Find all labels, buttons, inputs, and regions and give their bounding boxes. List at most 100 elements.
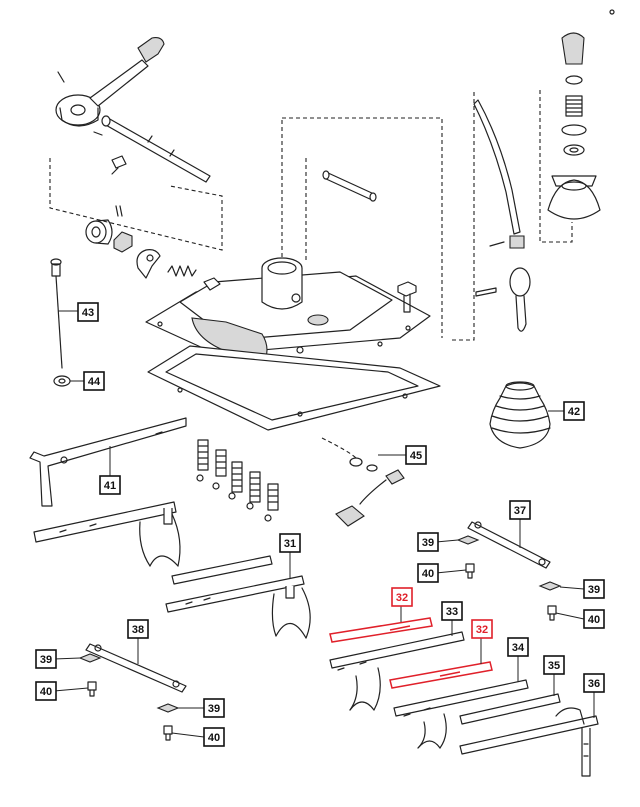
callout-number: 40 [208,732,220,744]
callout-37[interactable]: 37 [509,500,531,548]
shaft-collar[interactable] [113,205,133,253]
bolt-lower-left[interactable] [87,681,97,697]
bolt-upper-right[interactable] [547,605,557,621]
gear-lever-arm[interactable] [55,37,165,127]
callout-box [543,655,565,675]
callout-45[interactable]: 45 [378,445,427,465]
shift-rail-36[interactable] [459,707,599,777]
cover-gasket[interactable] [147,345,441,431]
callout-number: 36 [588,678,600,690]
callout-box [405,445,427,465]
rubber-gaiter-boot[interactable] [489,381,551,449]
callout-number: 42 [568,406,580,418]
callout-number: 32 [396,592,408,604]
lock-washer-lower-left[interactable] [78,653,102,663]
bolt-lower-center[interactable] [163,725,173,741]
lock-washer-upper-left[interactable] [456,535,480,545]
callout-leader-line [53,657,81,660]
callout-40[interactable]: 40 [171,727,225,747]
callout-box [203,727,225,747]
callout-number: 43 [82,307,94,319]
callout-box [583,579,605,599]
callout-box [83,371,105,391]
callout-number: 34 [512,642,525,654]
selector-rail-left-upper[interactable] [33,501,181,567]
callout-39[interactable]: 39 [417,532,459,552]
shaft-bearing[interactable] [85,219,113,245]
corner-mark-icon [609,9,615,15]
callout-38[interactable]: 38 [127,619,149,664]
reverse-light-switch[interactable] [321,437,405,527]
callout-42[interactable]: 42 [548,401,585,421]
shift-rail-32-upper[interactable] [329,617,433,643]
dashed-frame-knob [539,90,573,243]
callout-number: 31 [284,538,296,550]
shift-knob[interactable] [547,32,601,220]
callout-36[interactable]: 36 [583,673,605,718]
locating-pin[interactable] [322,170,377,202]
lock-washer-upper-right[interactable] [538,581,562,591]
callout-leader-line [555,612,585,620]
detent-lever[interactable] [136,249,161,279]
callout-40[interactable]: 40 [555,609,605,629]
callout-number: 40 [422,568,434,580]
callout-box [203,698,225,718]
shift-rail-33[interactable] [329,631,465,711]
shift-rail-34[interactable] [393,679,529,749]
callout-33[interactable]: 33 [441,601,463,636]
callout-box [563,401,585,421]
selector-rail-31[interactable] [165,575,311,639]
bolt-upper-left[interactable] [465,563,475,579]
callout-box [99,475,121,495]
callout-number: 39 [208,703,220,715]
callout-number: 39 [40,654,52,666]
gear-stick[interactable] [473,99,531,332]
callout-number: 39 [588,584,600,596]
callout-box [35,649,57,669]
callout-box [127,619,149,639]
callout-box [471,619,493,639]
cover-bolt[interactable] [397,281,417,313]
callout-40[interactable]: 40 [417,563,467,583]
callout-44[interactable]: 44 [70,371,105,391]
breather-tube[interactable] [203,277,221,291]
callout-34[interactable]: 34 [507,637,529,682]
callout-41[interactable]: 41 [99,446,121,495]
interlock-plate-left[interactable] [85,643,187,693]
selector-rail-31-short[interactable] [171,555,273,585]
callout-number: 32 [476,624,488,636]
callout-leader-line [53,687,89,692]
callout-35[interactable]: 35 [543,655,565,696]
callout-32-highlighted[interactable]: 32 [471,619,493,664]
shift-bracket[interactable] [29,417,187,507]
callout-31[interactable]: 31 [279,533,301,578]
shift-cover-housing[interactable] [145,257,431,375]
callout-number: 40 [40,686,52,698]
callout-number: 40 [588,614,600,626]
dipstick-washer[interactable] [53,375,71,387]
callout-leader-line [435,539,459,543]
callout-40[interactable]: 40 [35,681,89,701]
detent-springs-set[interactable] [197,439,279,511]
dipstick[interactable] [50,258,63,369]
lock-washer-lower-center[interactable] [156,703,180,713]
interlock-plate-right[interactable] [467,521,551,569]
callout-number: 45 [410,450,422,462]
callout-43[interactable]: 43 [58,302,99,322]
callout-39[interactable]: 39 [35,649,81,669]
callout-number: 41 [104,480,116,492]
shaft-pin-clip[interactable] [111,155,127,175]
selector-shaft[interactable] [93,115,211,183]
callout-39[interactable]: 39 [559,579,605,599]
callout-number: 35 [548,660,560,672]
shift-rail-32-lower[interactable] [389,661,493,689]
detent-balls-set[interactable] [196,474,272,522]
detent-spring[interactable] [167,265,197,277]
callout-number: 37 [514,505,526,517]
callout-number: 39 [422,537,434,549]
callout-box [583,609,605,629]
callout-box [417,532,439,552]
callout-39[interactable]: 39 [178,698,225,718]
callout-32-highlighted[interactable]: 32 [391,587,413,622]
shift-rail-35[interactable] [459,693,561,725]
